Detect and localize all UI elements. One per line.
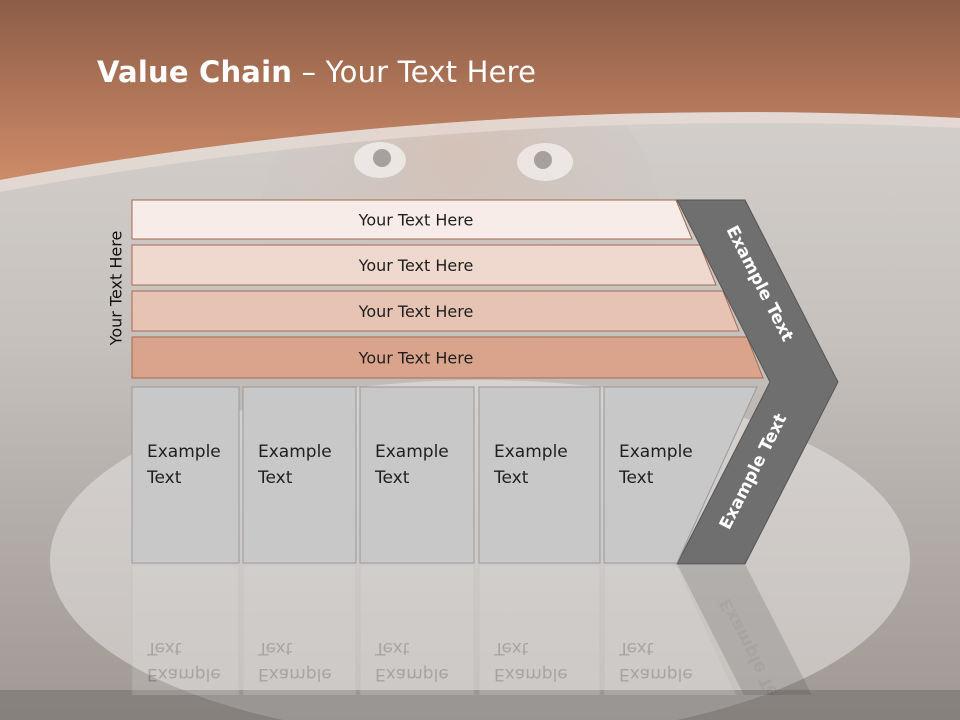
- cell-line1: Example: [147, 442, 221, 462]
- reflected-cell-line1-1: Example: [147, 664, 221, 684]
- cell-line1: Example: [494, 442, 568, 462]
- title-bold-part: Value Chain: [97, 55, 293, 89]
- reflected-cell-3: [359, 565, 475, 695]
- row-bar-4: [131, 336, 764, 379]
- chevron-shape: [676, 199, 839, 565]
- cell-line1: Example: [375, 442, 449, 462]
- reflected-cell-4: [478, 565, 601, 695]
- reflected-cell-line2-4: Text: [493, 638, 529, 658]
- cell-box-3: [359, 386, 475, 564]
- cell-line1: Example: [258, 442, 332, 462]
- title-rest-part: – Your Text Here: [292, 55, 537, 89]
- cell-line2: Text: [147, 468, 182, 488]
- row-label-1: Your Text Here: [358, 211, 474, 230]
- cell-box-5: [603, 386, 758, 564]
- slide-title: Value Chain – Your Text Here: [97, 55, 536, 89]
- cell-line2: Text: [258, 468, 293, 488]
- row-label-3: Your Text Here: [358, 302, 474, 321]
- cell-line2: Text: [494, 468, 529, 488]
- reflected-cell-line2-1: Text: [146, 638, 182, 658]
- cell-box-2: [242, 386, 357, 564]
- reflected-cell-line1-5: Example: [619, 664, 693, 684]
- row-bar-2: [131, 244, 717, 286]
- reflected-cell-line2-3: Text: [374, 638, 410, 658]
- row-label-2: Your Text Here: [358, 256, 474, 275]
- reflected-cell-line2-5: Text: [618, 638, 654, 658]
- row-bar-3: [131, 290, 740, 332]
- reflected-cell-line2-2: Text: [257, 638, 293, 658]
- cell-line2: Text: [619, 468, 654, 488]
- row-label-4: Your Text Here: [358, 349, 474, 368]
- reflected-cell-line1-4: Example: [494, 664, 568, 684]
- reflected-cell-line1-2: Example: [258, 664, 332, 684]
- reflected-cell-5: [603, 565, 737, 695]
- reflected-cell-1: [131, 565, 240, 695]
- reflected-chevron: [677, 565, 812, 695]
- cell-box-1: [131, 386, 240, 564]
- cell-box-4: [478, 386, 601, 564]
- reflected-cell-2: [242, 565, 357, 695]
- reflected-cell-line1-3: Example: [375, 664, 449, 684]
- cell-line2: Text: [375, 468, 410, 488]
- cell-line1: Example: [619, 442, 693, 462]
- row-bar-1: [131, 199, 693, 240]
